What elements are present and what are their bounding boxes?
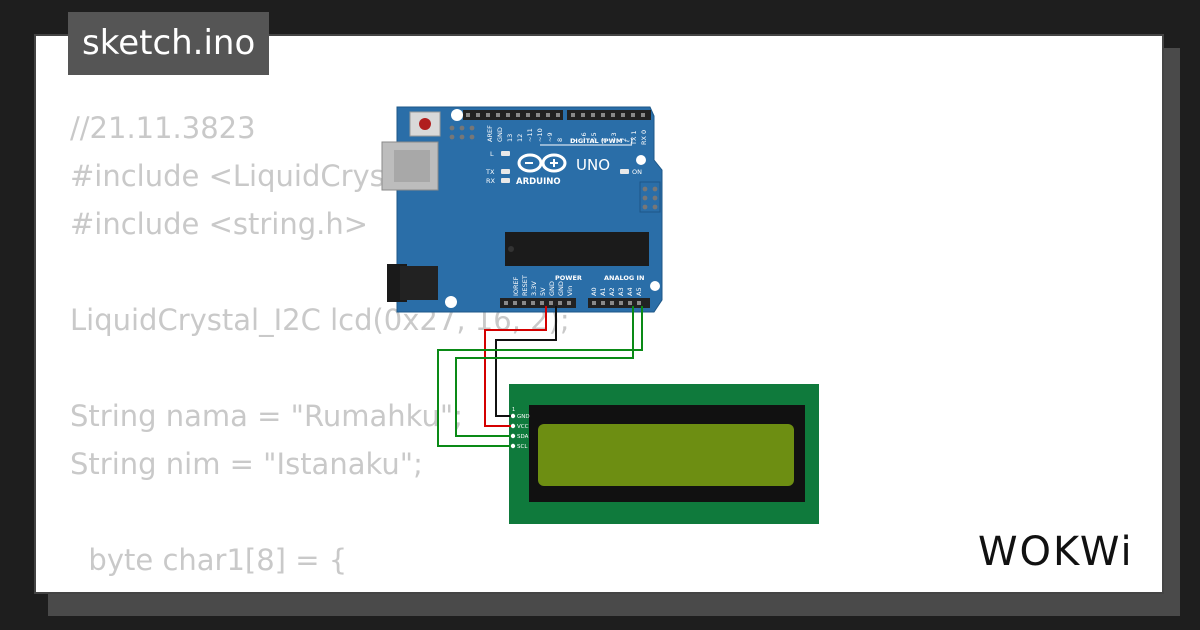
pin-label-7: 7 bbox=[570, 138, 578, 142]
lcd-pin-gnd bbox=[510, 413, 516, 419]
pin-label-12: 12 bbox=[516, 134, 524, 142]
digital-header-right bbox=[567, 110, 651, 120]
icsp-header bbox=[449, 125, 475, 140]
lcd-pin-marker: 1 bbox=[512, 407, 515, 413]
pin-label-a0: A0 bbox=[590, 287, 598, 296]
power-jack bbox=[387, 264, 438, 302]
model-label: UNO bbox=[576, 156, 610, 174]
pin-label-10: ~10 bbox=[536, 128, 544, 142]
pin-label-gnd: GND bbox=[496, 127, 504, 142]
led-label-tx: TX bbox=[485, 168, 495, 176]
digital-label: DIGITAL (PWM ~) bbox=[570, 137, 633, 145]
pin-label-6: ~6 bbox=[580, 132, 588, 142]
led-tx bbox=[501, 169, 510, 174]
code-line: String nim = "Istanaku"; bbox=[70, 447, 423, 481]
mounting-hole bbox=[451, 109, 463, 121]
wokwi-logo: WOKWi bbox=[978, 529, 1134, 575]
lcd-pin-label-gnd: GND bbox=[517, 414, 530, 420]
pin-label-tx: TX 1 bbox=[630, 130, 638, 146]
digital-header-left bbox=[463, 110, 563, 120]
icsp-header-right bbox=[639, 181, 661, 213]
mounting-hole bbox=[445, 296, 457, 308]
led-on bbox=[620, 169, 629, 174]
lcd-screen bbox=[538, 424, 794, 486]
atmega-chip bbox=[505, 232, 649, 266]
wires bbox=[437, 306, 643, 447]
code-line: String nama = "Rumahku"; bbox=[70, 399, 464, 433]
pin-label-2: 2 bbox=[620, 138, 628, 142]
wire-sda bbox=[455, 306, 634, 437]
pin-label-a4: A4 bbox=[626, 287, 634, 296]
code-line: //21.11.3823 bbox=[70, 111, 256, 145]
wire-vcc bbox=[484, 306, 547, 427]
pin-label-gnd2: GND bbox=[557, 281, 565, 296]
pin-label-a2: A2 bbox=[608, 287, 616, 296]
pin-label-8: 8 bbox=[556, 138, 564, 142]
analog-label: ANALOG IN bbox=[604, 274, 644, 282]
led-label-rx: RX bbox=[486, 177, 496, 185]
arduino-logo bbox=[517, 153, 567, 173]
on-label: ON bbox=[632, 168, 642, 176]
led-label-l: L bbox=[490, 150, 494, 158]
pin-label-ioref: IOREF bbox=[512, 276, 520, 296]
lcd-pin-label-scl: SCL bbox=[517, 444, 528, 450]
lcd-pin-scl bbox=[510, 443, 516, 449]
led-l bbox=[501, 151, 510, 156]
code-line: 0b00000, bbox=[70, 584, 570, 592]
power-label: POWER bbox=[555, 274, 582, 282]
pin-label-a5: A5 bbox=[635, 287, 643, 296]
power-header bbox=[500, 298, 576, 308]
pin-label-gnd1: GND bbox=[548, 281, 556, 296]
lcd-pin-label-vcc: VCC bbox=[517, 424, 529, 430]
pin-label-13: 13 bbox=[506, 134, 514, 142]
code-line: #include <string.h> bbox=[70, 207, 369, 241]
wokwi-logo-text: WOKWi bbox=[978, 529, 1134, 575]
pin-label-9: ~9 bbox=[546, 132, 554, 142]
pin-label-a3: A3 bbox=[617, 287, 625, 296]
lcd-1602-module[interactable]: 1 GND VCC SDA SCL bbox=[509, 384, 819, 524]
pin-label-vin: Vin bbox=[566, 286, 574, 296]
pin-label-11: ~11 bbox=[526, 128, 534, 142]
pin-label-aref: AREF bbox=[486, 125, 494, 142]
pin-label-4: 4 bbox=[600, 138, 608, 142]
lcd-pin-sda bbox=[510, 433, 516, 439]
brand-label: ARDUINO bbox=[516, 177, 561, 187]
pin-label-5v: 5V bbox=[539, 287, 547, 296]
file-name-tab[interactable]: sketch.ino bbox=[68, 12, 270, 75]
pin-label-5: ~5 bbox=[590, 132, 598, 142]
pin-label-3: ~3 bbox=[610, 132, 618, 142]
mounting-hole bbox=[636, 155, 646, 165]
lcd-pin-label-sda: SDA bbox=[517, 434, 529, 440]
pin-label-rx: RX 0 bbox=[640, 130, 648, 145]
pin-label-3v3: 3.3V bbox=[530, 281, 538, 296]
wire-gnd bbox=[495, 306, 557, 417]
code-line: byte char1[8] = { bbox=[70, 543, 348, 577]
pin-label-a1: A1 bbox=[599, 287, 607, 296]
lcd-pin-vcc bbox=[510, 423, 516, 429]
led-rx bbox=[501, 178, 510, 183]
pin-label-reset: RESET bbox=[521, 275, 529, 296]
arduino-uno-board[interactable]: AREF GND 13 12 ~11 ~10 ~9 8 7 ~6 ~5 4 ~3… bbox=[381, 106, 663, 313]
code-background: //21.11.3823#include <LiquidCrystal_I2C.… bbox=[70, 104, 570, 592]
reset-button[interactable] bbox=[409, 111, 441, 137]
wire-scl bbox=[437, 306, 643, 447]
mounting-hole bbox=[650, 281, 660, 291]
